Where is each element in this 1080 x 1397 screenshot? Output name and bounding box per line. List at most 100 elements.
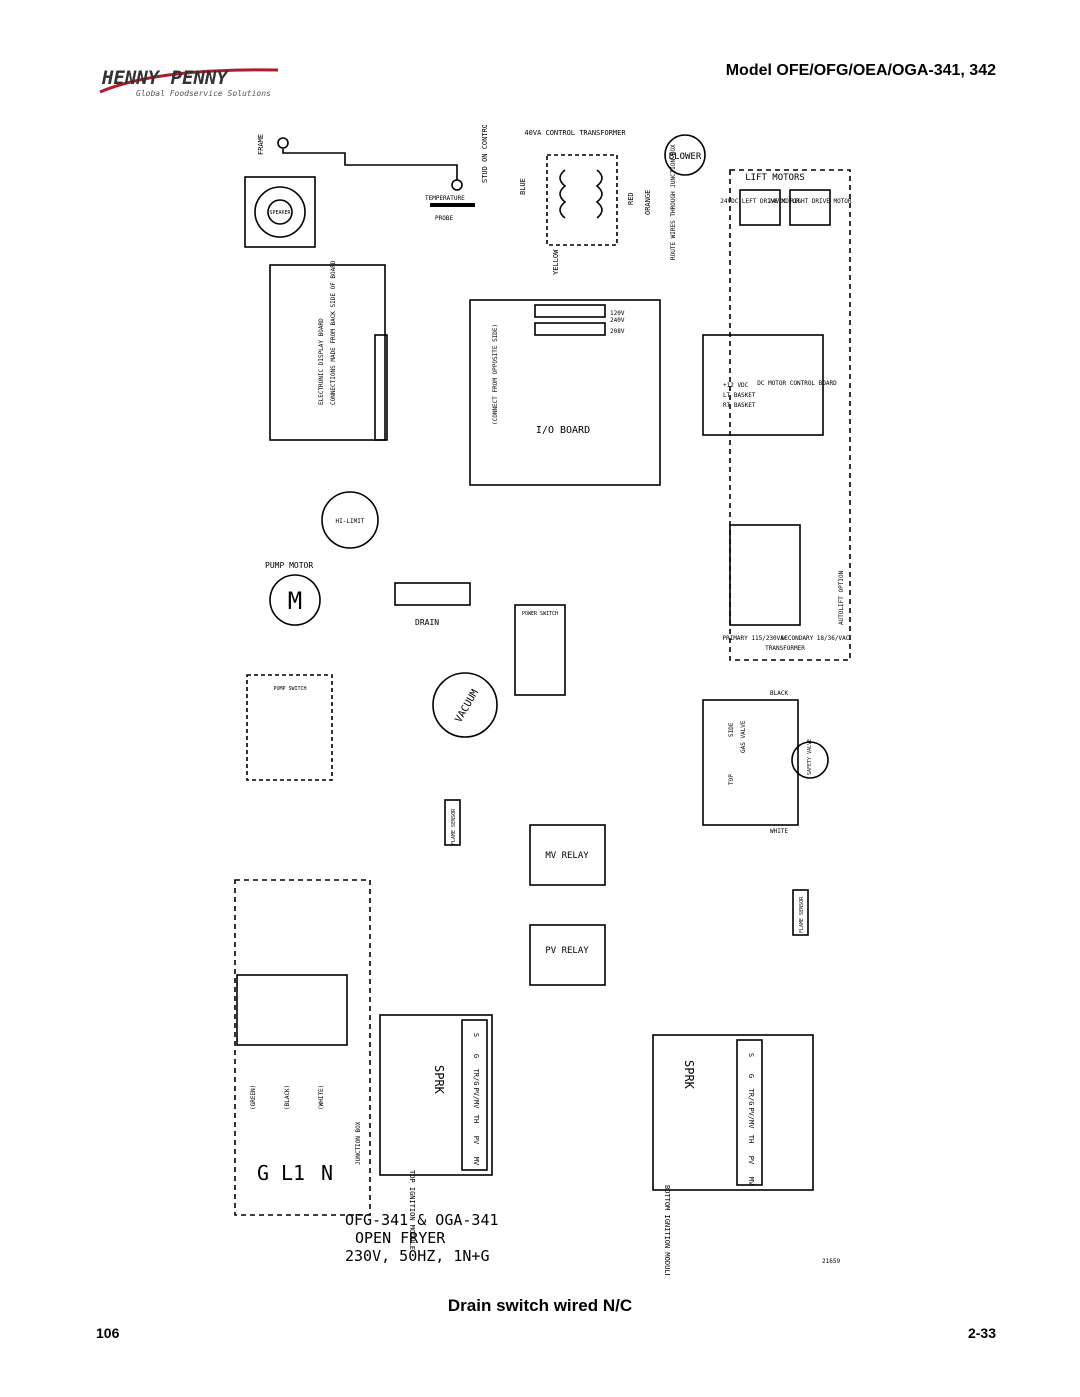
display-connector-p8 bbox=[374, 334, 388, 441]
lift-motors-label: LIFT MOTORS bbox=[745, 173, 805, 183]
blower-motor bbox=[664, 134, 706, 176]
rt-basket-label: RT BASKET bbox=[723, 402, 756, 409]
hi-limit-switch bbox=[321, 491, 379, 549]
henny-penny-logo: HENNY PENNY Global Foodservice Solutions bbox=[96, 62, 286, 102]
autolift-transformer bbox=[729, 524, 801, 626]
pump-switch-label: PUMP SWITCH bbox=[273, 686, 306, 692]
drain-label: DRAIN bbox=[415, 618, 439, 627]
safety-valve-label: SAFETY VALVE bbox=[807, 739, 813, 775]
blue-wire-label: BLUE bbox=[519, 178, 527, 195]
bottom-sprk-label: SPRK bbox=[682, 1060, 696, 1090]
io-connector-p2 bbox=[534, 304, 606, 318]
caption: Drain switch wired N/C bbox=[447, 1296, 633, 1315]
white-wire-label-2: (WHITE) bbox=[318, 1085, 325, 1110]
top-sprk-label: SPRK bbox=[432, 1065, 446, 1095]
lt-basket-label: LT BASKET bbox=[723, 392, 756, 399]
frame-ground-terminal bbox=[277, 137, 289, 149]
pump-motor-label: PUMP MOTOR bbox=[265, 561, 313, 570]
diagram-title-line2: OPEN FRYER bbox=[355, 1229, 446, 1247]
top-ignition-module bbox=[379, 1014, 493, 1176]
display-board-label: ELECTRONIC DISPLAY BOARD bbox=[318, 318, 325, 405]
diagram-title-line3: 230V, 50HZ, 1N+G bbox=[345, 1247, 490, 1265]
secondary-label: SECONDARY 18/36/VAC bbox=[781, 635, 850, 642]
top-label: TOP bbox=[728, 774, 735, 785]
flame-sensor-top bbox=[444, 799, 461, 846]
bottom-module-terminal-label: PV bbox=[747, 1156, 755, 1165]
v208-label: 208V bbox=[610, 328, 625, 335]
top-module-terminal-label: G bbox=[472, 1054, 480, 1058]
dc-motor-control-board bbox=[702, 334, 824, 436]
pump-motor bbox=[269, 574, 321, 626]
orange-wire-label: ORANGE bbox=[644, 190, 652, 215]
black-wire-label-2: (BLACK) bbox=[284, 1085, 291, 1110]
right-motor-label: 24VDC RIGHT DRIVE MOTOR bbox=[768, 198, 851, 205]
logo-swoosh bbox=[99, 68, 279, 94]
vacuum-label: VACUUM bbox=[453, 688, 481, 725]
pv-relay bbox=[529, 924, 606, 986]
v120-label: 120V bbox=[610, 310, 625, 317]
white-wire-label: WHITE bbox=[770, 828, 788, 835]
top-module-terminal-label: MV bbox=[472, 1157, 480, 1166]
bottom-module-terminal-label: S bbox=[747, 1053, 755, 1057]
top-module-label: TOP IGNITION MODULE bbox=[408, 1170, 416, 1250]
yellow-wire-label: YELLOW bbox=[552, 249, 560, 275]
side-label: SIDE bbox=[728, 722, 735, 737]
frame-label: FRAME bbox=[257, 134, 265, 155]
logo-tagline: Global Foodservice Solutions bbox=[136, 89, 271, 98]
left-motor-label: 24VDC LEFT DRIVE MOTOR bbox=[720, 198, 800, 205]
safety-valve bbox=[791, 741, 829, 779]
connect-opposite-label: (CONNECT FROM OPPOSITE SIDE) bbox=[492, 324, 499, 425]
page-number-left: 106 bbox=[96, 1325, 120, 1341]
transformer-label: 40VA CONTROL TRANSFORMER bbox=[524, 129, 626, 137]
wiring-diagram: FRAME STUD ON CONTROL SHROUD 40VA CONTRO… bbox=[234, 125, 852, 1275]
bottom-module-terminal-label: G bbox=[747, 1074, 755, 1078]
electronic-display-board bbox=[269, 264, 386, 441]
plus12-label: +12 VDC bbox=[723, 382, 749, 389]
blower-label: BLOWER bbox=[669, 152, 702, 162]
bottom-module-terminal-label: PV/MV bbox=[747, 1107, 755, 1129]
black-wire-label: BLACK bbox=[770, 690, 788, 697]
power-switch-label: POWER SWITCH bbox=[522, 611, 558, 617]
bottom-module-terminal-label: MV bbox=[747, 1177, 755, 1186]
page-number-right: 2-33 bbox=[967, 1325, 996, 1341]
top-module-terminals bbox=[461, 1019, 488, 1171]
mv-relay-label: MV RELAY bbox=[545, 851, 589, 861]
flame-sensor-bottom bbox=[792, 889, 809, 936]
bottom-module-terminals bbox=[736, 1039, 763, 1186]
probe-label: PROBE bbox=[435, 215, 453, 222]
top-module-terminal-label: TR/G bbox=[472, 1069, 480, 1086]
transformer-coils bbox=[559, 169, 603, 219]
io-board bbox=[469, 299, 661, 486]
connections-label: CONNECTIONS MADE FROM BACK SIDE OF BOARD bbox=[330, 260, 337, 405]
transformer-box bbox=[546, 154, 618, 246]
route-wires-label: ROUTE WIRES THROUGH JUNCTION BOX bbox=[670, 144, 677, 260]
top-module-terminal-label: PV bbox=[472, 1136, 480, 1145]
mv-relay bbox=[529, 824, 606, 886]
gas-valve-label: GAS VALVE bbox=[740, 720, 747, 753]
primary-label: PRIMARY 115/230VAC bbox=[722, 635, 787, 642]
flame-sensor-top-label: FLAME SENSOR bbox=[451, 808, 457, 845]
red-wire-label: RED bbox=[627, 192, 635, 205]
stud-label: STUD ON CONTROL SHROUD bbox=[481, 125, 489, 183]
pump-switch-box bbox=[246, 674, 333, 781]
pv-relay-label: PV RELAY bbox=[545, 946, 589, 956]
logo-graphic: HENNY PENNY Global Foodservice Solutions bbox=[99, 67, 279, 98]
junction-box bbox=[234, 879, 371, 1216]
left-drive-motor bbox=[739, 189, 781, 226]
vacuum-switch bbox=[432, 672, 498, 738]
terminal-block bbox=[236, 974, 348, 1046]
junction-box-label: JUNCTION BOX bbox=[355, 1121, 362, 1165]
speaker-label: SPEAKER bbox=[269, 210, 291, 216]
g-terminal: G bbox=[257, 1161, 269, 1185]
model-title: Model OFE/OFG/OEA/OGA-341, 342 bbox=[725, 62, 996, 79]
top-module-terminal-label: TH bbox=[472, 1115, 480, 1123]
green-wire-label: (GREEN) bbox=[250, 1085, 257, 1110]
flame-sensor-bottom-label: FLAME SENSOR bbox=[799, 896, 805, 933]
bottom-module-terminal-label: TR/G bbox=[747, 1089, 755, 1106]
stud-ground-terminal bbox=[451, 179, 463, 191]
diagram-title-line1: OFG-341 & OGA-341 bbox=[345, 1211, 499, 1229]
temperature-label: TEMPERATURE bbox=[425, 195, 465, 202]
io-connector-p3 bbox=[534, 322, 606, 336]
right-drive-motor bbox=[789, 189, 831, 226]
bottom-module-terminal-label: TH bbox=[747, 1135, 755, 1143]
